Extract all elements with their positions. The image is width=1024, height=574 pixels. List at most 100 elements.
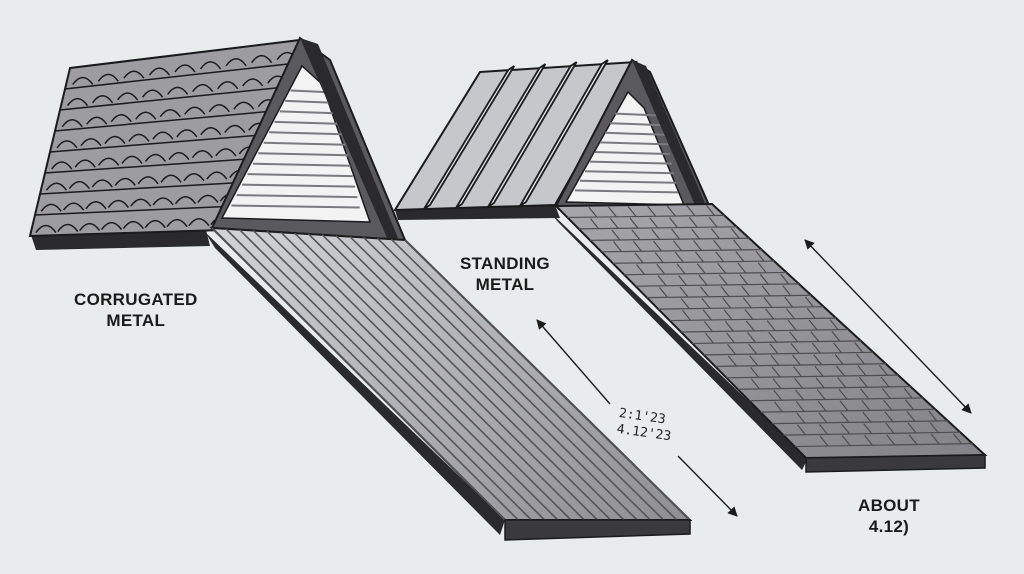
shingle-tab: [745, 320, 755, 332]
shingle-tab: [930, 433, 940, 445]
tile-arc: [130, 198, 152, 207]
shingle-tab: [794, 377, 804, 389]
siding-line: [279, 110, 339, 115]
shingle-tab: [929, 422, 939, 433]
shingle-tab: [841, 435, 851, 446]
shingle-tab: [701, 297, 711, 309]
tile-arc: [233, 101, 255, 110]
shingle-tab: [886, 434, 896, 446]
tile-arc: [144, 219, 166, 229]
tile-arc: [200, 126, 222, 136]
shingle-tab: [841, 423, 851, 435]
tile-arc: [123, 70, 145, 79]
standing-seam: [423, 65, 515, 210]
tile-arc: [217, 81, 239, 90]
tile-arc: [107, 199, 129, 208]
corrugation-line: [225, 228, 519, 521]
shingle-tab: [718, 274, 728, 286]
shingle-tab: [742, 297, 752, 309]
shingle-tab: [750, 378, 760, 390]
right-gable: [554, 58, 714, 214]
tile-arc: [110, 114, 132, 123]
corrugation-line: [307, 233, 599, 521]
tile-row-line: [49, 134, 262, 153]
shingle-tab: [723, 309, 733, 320]
shingle-tab: [730, 227, 740, 239]
tile-arc: [166, 218, 188, 228]
shingle-tab: [749, 355, 759, 367]
shingle-tab: [784, 296, 794, 308]
siding-line: [263, 141, 346, 146]
corrugation-line: [239, 229, 532, 521]
shingle-tab: [686, 205, 696, 217]
shingle-tab: [653, 240, 662, 252]
shingle-tab: [768, 331, 778, 343]
siding-line: [258, 152, 349, 157]
tile-arc: [192, 83, 214, 93]
shingle-tab: [647, 205, 657, 217]
shingle-tab: [698, 274, 708, 286]
corrugation-line: [376, 237, 665, 521]
shingle-tab: [703, 321, 713, 332]
tile-arc: [51, 161, 73, 170]
tile-arc: [100, 221, 123, 231]
shingle-tab: [791, 354, 801, 366]
shingle-tab: [666, 205, 676, 217]
shingle-tab: [720, 286, 730, 297]
shingle-tab: [688, 216, 698, 228]
shingle-tab: [609, 218, 619, 229]
shingle-course: [612, 260, 775, 264]
shingle-tab: [750, 366, 760, 378]
siding-line: [231, 204, 360, 209]
siding-line: [599, 141, 669, 146]
shingle-course: [635, 283, 799, 287]
shingle-tab: [819, 423, 828, 435]
siding-line: [252, 162, 351, 167]
shingle-tab: [710, 228, 720, 240]
shingle-tab: [654, 252, 664, 263]
shingle-tab: [607, 206, 617, 218]
tile-arc: [74, 159, 96, 168]
shingle-tab: [613, 241, 622, 252]
tile-arc: [91, 179, 113, 188]
shingle-tab: [691, 228, 700, 240]
tile-arc: [91, 95, 114, 104]
corrugation-line: [349, 236, 638, 521]
siding-line: [574, 189, 679, 194]
shingle-tab: [629, 217, 639, 229]
tile-arc: [152, 131, 174, 140]
shingle-tab: [588, 206, 598, 218]
tile-arc: [152, 197, 174, 206]
corrugation-line: [390, 238, 678, 521]
corrugation-line: [211, 227, 506, 521]
shingle-tab: [769, 343, 779, 355]
corrugation-line: [321, 234, 612, 521]
tile-arc: [141, 89, 164, 98]
arrow-standing-upper: [536, 319, 611, 405]
tile-row-line: [44, 158, 252, 174]
tile-arc: [122, 220, 144, 230]
shingle-tab: [669, 217, 679, 228]
shingle-tab: [864, 434, 873, 446]
tile-row-line: [69, 39, 301, 69]
tile-arc: [174, 195, 197, 205]
shingle-tab: [633, 240, 642, 252]
tile-arc: [79, 222, 101, 232]
tile-arc: [72, 76, 94, 85]
shingle-tab: [724, 320, 734, 332]
label-standing-metal: STANDING METAL: [460, 254, 550, 294]
shingle-tab: [713, 239, 723, 251]
shingle-tab: [676, 263, 686, 275]
shingle-tab: [727, 344, 736, 355]
siding-line: [614, 112, 663, 117]
standing-seam: [519, 59, 609, 207]
tile-arc: [137, 176, 159, 185]
shingle-tab: [657, 275, 667, 287]
shingle-tab: [796, 412, 806, 424]
tile-arc: [86, 116, 108, 125]
tile-arc: [56, 140, 78, 149]
shingle-tab: [658, 286, 668, 298]
tile-arc: [121, 155, 143, 164]
tile-arc: [135, 111, 157, 120]
